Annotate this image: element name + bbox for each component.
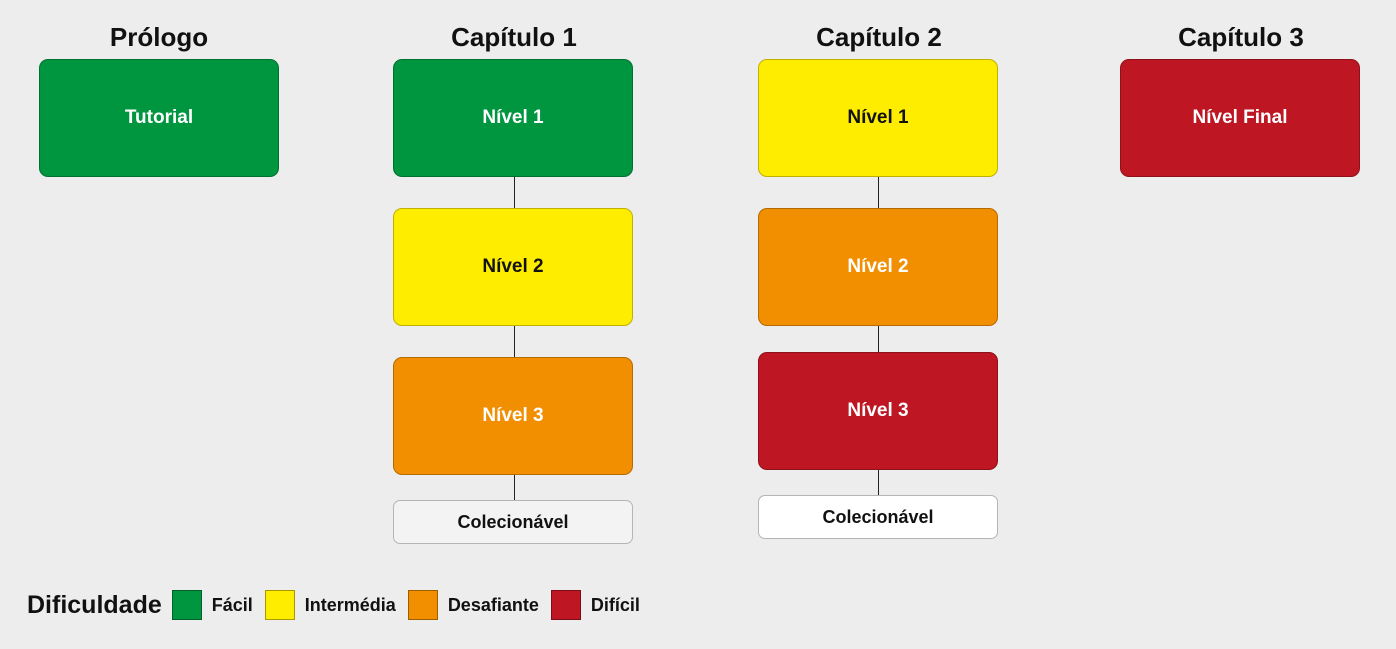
legend-label-challenging: Desafiante xyxy=(447,594,539,615)
legend-swatch-hard xyxy=(550,590,581,620)
level-chapter1-2: Nível 2 xyxy=(393,208,633,326)
connector-line xyxy=(514,326,515,357)
connector-line xyxy=(878,470,879,495)
collectible-chapter2: Colecionável xyxy=(758,495,998,539)
level-chapter2-1: Nível 1 xyxy=(758,59,998,177)
legend-swatch-intermediate xyxy=(264,590,295,620)
connector-line xyxy=(878,177,879,208)
difficulty-legend: Dificuldade Fácil Intermédia Desafiante … xyxy=(27,588,652,622)
level-chapter2-3: Nível 3 xyxy=(758,352,998,470)
column-title-capitulo-2: Capítulo 2 xyxy=(816,22,942,52)
level-final: Nível Final xyxy=(1120,59,1360,177)
legend-label-hard: Difícil xyxy=(590,594,640,615)
level-chapter2-2: Nível 2 xyxy=(758,208,998,326)
level-chapter1-1: Nível 1 xyxy=(393,59,633,177)
connector-line xyxy=(514,475,515,500)
connector-line xyxy=(878,326,879,352)
legend-swatch-easy xyxy=(171,590,202,620)
collectible-chapter1: Colecionável xyxy=(393,500,633,544)
legend-label-easy: Fácil xyxy=(211,594,253,615)
level-tutorial: Tutorial xyxy=(39,59,279,177)
column-title-capitulo-1: Capítulo 1 xyxy=(451,22,577,52)
legend-label-intermediate: Intermédia xyxy=(304,594,396,615)
legend-swatch-challenging xyxy=(407,590,438,620)
connector-line xyxy=(514,177,515,208)
column-title-capitulo-3: Capítulo 3 xyxy=(1178,22,1304,52)
column-title-prologo: Prólogo xyxy=(109,22,209,52)
legend-title: Dificuldade xyxy=(27,590,162,619)
level-chapter1-3: Nível 3 xyxy=(393,357,633,475)
